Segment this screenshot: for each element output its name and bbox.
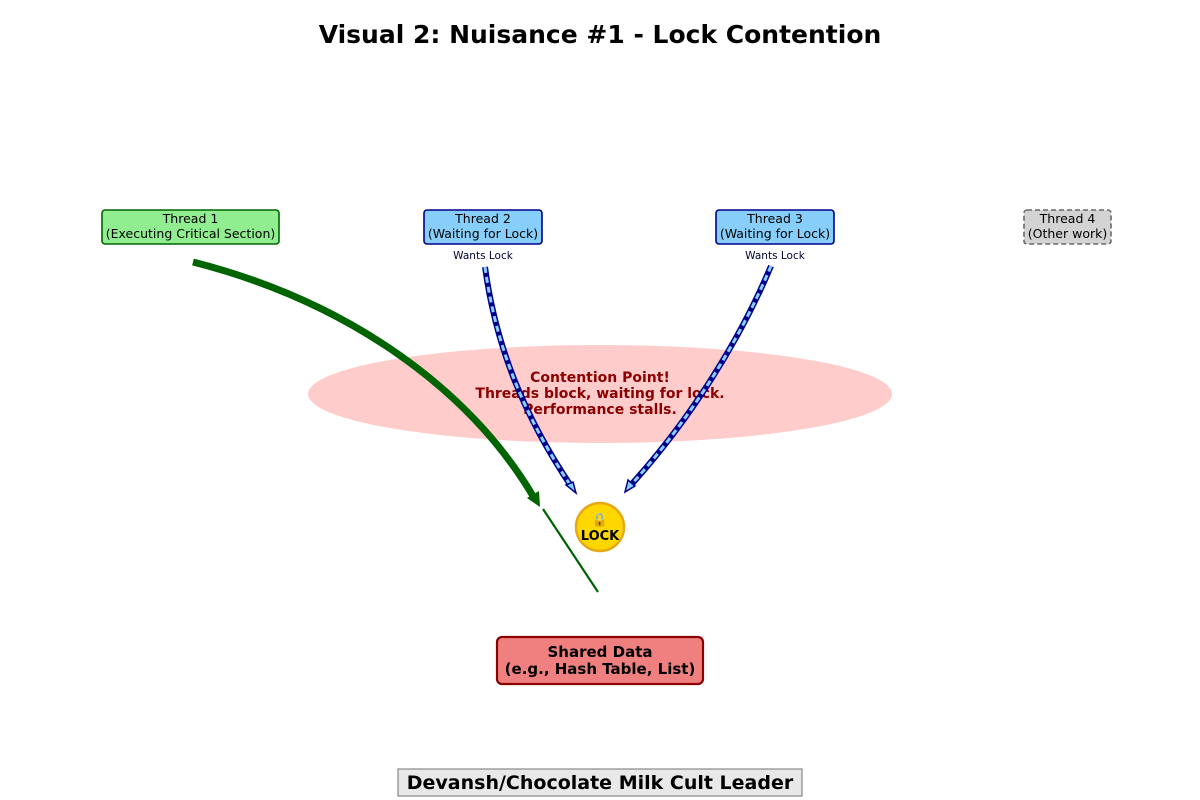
thread-4-node: Thread 4 (Other work) xyxy=(1023,209,1112,245)
lock-label: LOCK xyxy=(581,529,620,544)
diagram-title: Visual 2: Nuisance #1 - Lock Contention xyxy=(319,20,882,49)
contention-zone: Contention Point! Threads block, waiting… xyxy=(308,345,892,443)
thread-2-waiting-arrow xyxy=(482,266,578,496)
credit-footer: Devansh/Chocolate Milk Cult Leader xyxy=(397,768,803,797)
thread-2-box xyxy=(423,209,543,245)
thread-3-box xyxy=(715,209,835,245)
thread-2-node: Thread 2 (Waiting for Lock) Wants Lock xyxy=(423,209,543,262)
thread-2-wants-lock-label: Wants Lock xyxy=(453,250,514,262)
thread-3-wants-lock-label: Wants Lock xyxy=(745,250,806,262)
thread-3-waiting-arrow xyxy=(623,264,774,494)
shared-data-box xyxy=(495,635,705,686)
thread-4-status: (Other work) xyxy=(1028,226,1107,241)
thread-4-name: Thread 4 xyxy=(1039,211,1096,226)
thread-1-name: Thread 1 xyxy=(162,211,219,226)
contention-ellipse xyxy=(308,345,892,443)
thread-1-status: (Executing Critical Section) xyxy=(106,226,276,241)
thread-3-node: Thread 3 (Waiting for Lock) Wants Lock xyxy=(715,209,835,262)
thread-1-executing-arrow xyxy=(192,258,540,507)
contention-label-line2: Threads block, waiting for lock. xyxy=(475,386,724,402)
shared-data-subtitle: (e.g., Hash Table, List) xyxy=(505,660,696,678)
thread-3-name: Thread 3 xyxy=(746,211,803,226)
lock-circle xyxy=(574,501,626,553)
shared-data-node: Shared Data (e.g., Hash Table, List) xyxy=(495,635,705,686)
thread-2-name: Thread 2 xyxy=(454,211,511,226)
thread-1-box xyxy=(101,209,280,245)
lock-icon: 🔒 xyxy=(592,513,608,528)
credit-text: Devansh/Chocolate Milk Cult Leader xyxy=(407,772,794,794)
thread-1-data-access-line xyxy=(542,508,599,593)
lock-node: 🔒 LOCK xyxy=(574,501,626,553)
contention-label-line3: Performance stalls. xyxy=(523,402,677,418)
shared-data-title: Shared Data xyxy=(548,643,653,661)
thread-2-status: (Waiting for Lock) xyxy=(428,226,538,241)
thread-1-node: Thread 1 (Executing Critical Section) xyxy=(101,209,280,245)
thread-3-status: (Waiting for Lock) xyxy=(720,226,830,241)
contention-label-line1: Contention Point! xyxy=(530,370,670,386)
credit-box xyxy=(397,768,803,797)
thread-4-box xyxy=(1023,209,1112,245)
